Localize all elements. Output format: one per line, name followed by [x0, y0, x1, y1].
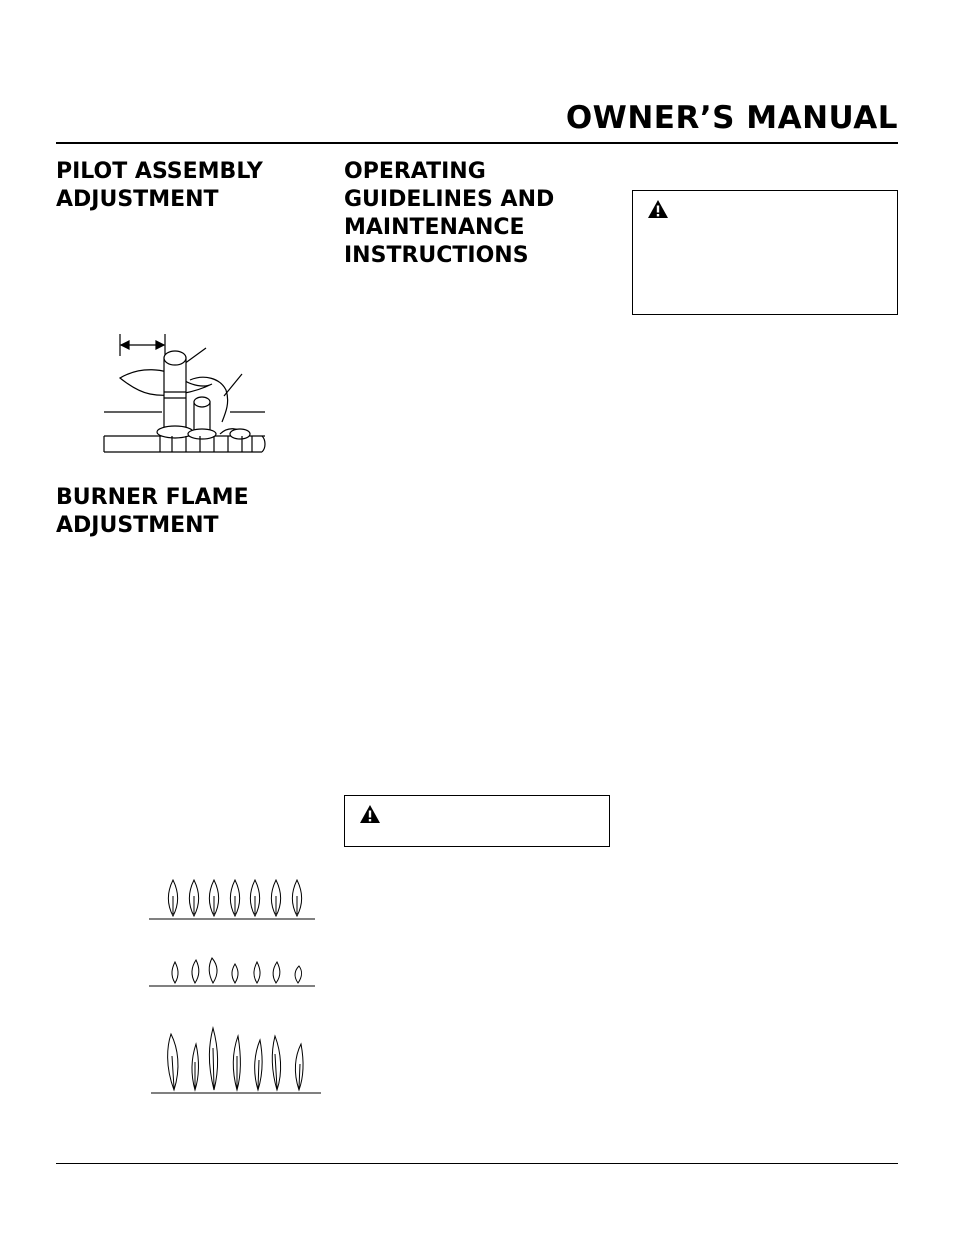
heading-line: INSTRUCTIONS — [344, 243, 529, 268]
heading-line: OPERATING — [344, 159, 486, 184]
warning-triangle-icon — [648, 200, 668, 218]
operating-guidelines-heading: OPERATING GUIDELINES AND MAINTENANCE INS… — [344, 158, 554, 270]
pilot-assembly-heading: PILOT ASSEMBLY ADJUSTMENT — [56, 158, 263, 214]
burner-flame-figure — [149, 878, 321, 1094]
heading-line: ADJUSTMENT — [56, 513, 219, 538]
heading-line: GUIDELINES AND — [344, 187, 555, 212]
header-rule — [56, 142, 898, 144]
footer-rule — [56, 1163, 898, 1164]
warning-box — [632, 190, 898, 315]
heading-line: MAINTENANCE — [344, 215, 525, 240]
heading-line: BURNER FLAME — [56, 485, 249, 510]
page-title: OWNER’S MANUAL — [565, 100, 898, 136]
burner-flame-heading: BURNER FLAME ADJUSTMENT — [56, 484, 249, 540]
heading-line: ADJUSTMENT — [56, 187, 219, 212]
heading-line: PILOT ASSEMBLY — [56, 159, 263, 184]
warning-box — [344, 795, 610, 847]
pilot-assembly-figure — [103, 334, 266, 453]
warning-triangle-icon — [360, 805, 380, 823]
